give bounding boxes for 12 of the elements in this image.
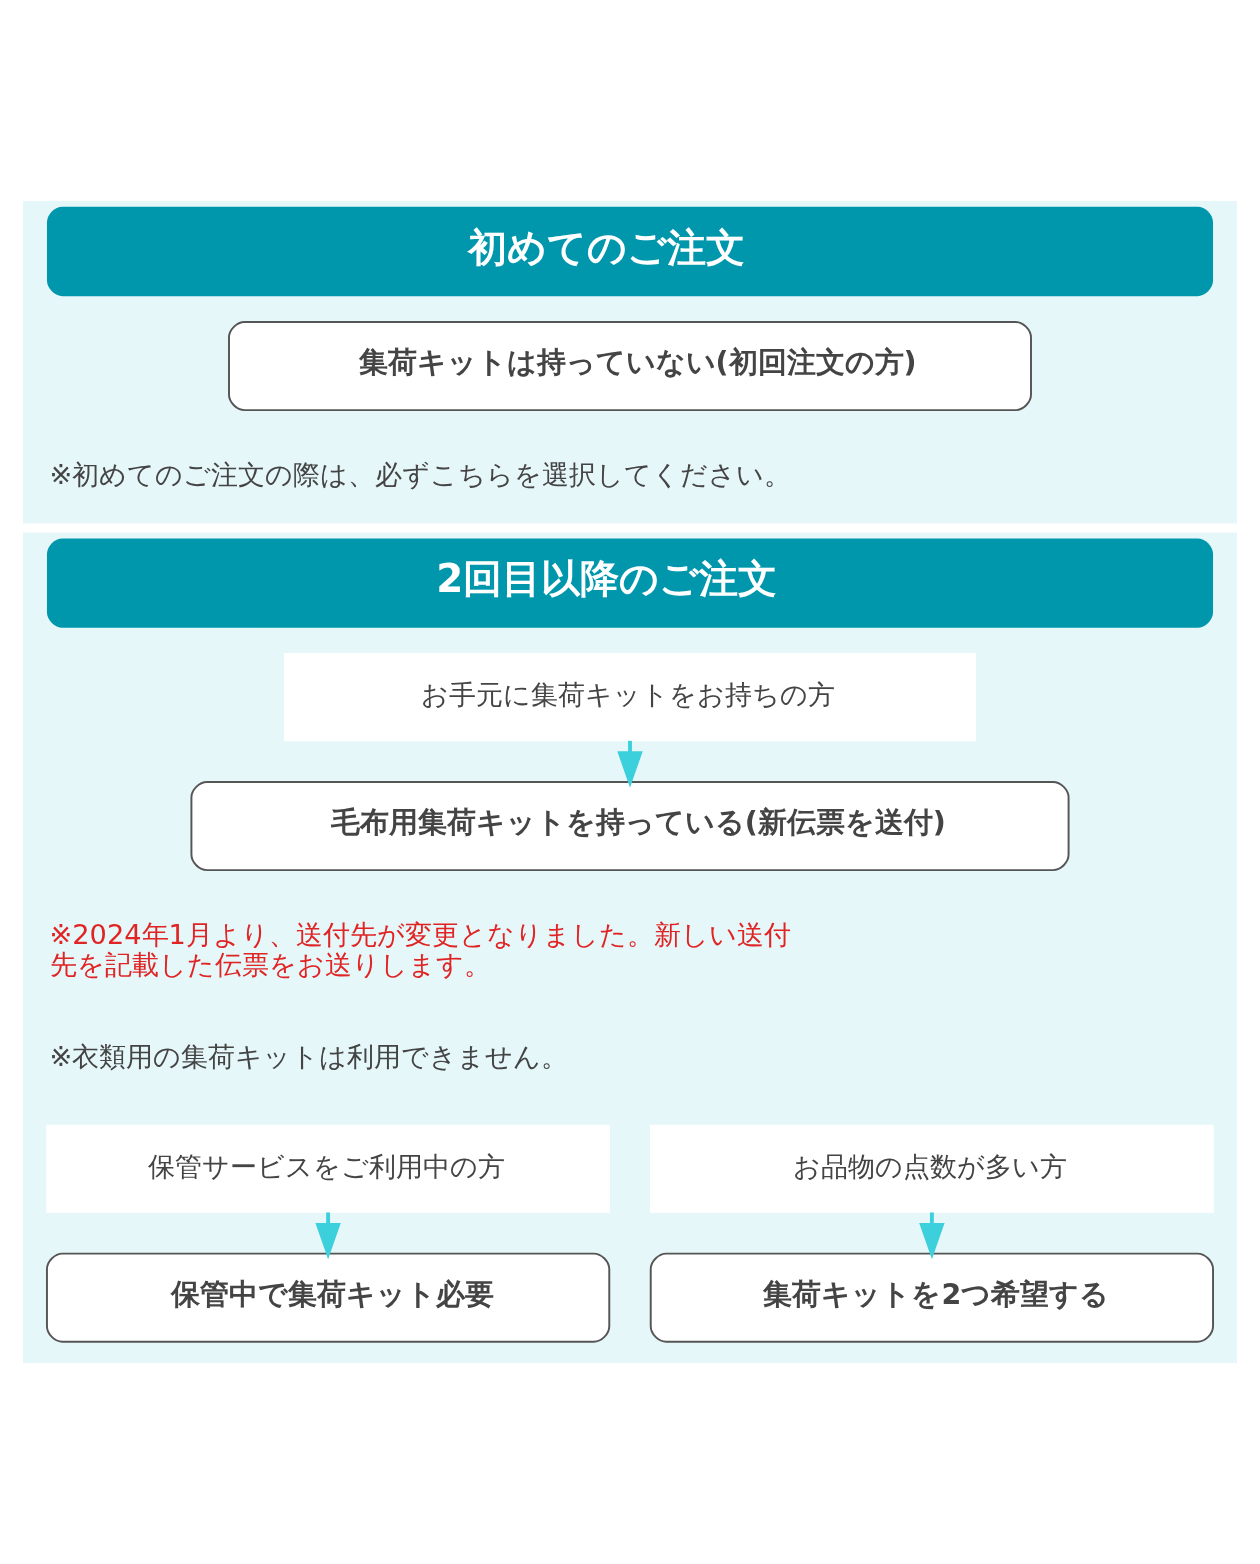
label: ※衣類用の集荷キットは利用できません。 bbox=[49, 1041, 569, 1073]
node-box: 集荷キットを2つ希望する bbox=[649, 1252, 1214, 1343]
node-box: 保管中で集荷キット必要 bbox=[46, 1252, 611, 1343]
node-box: お品物の点数が多い方 bbox=[650, 1124, 1214, 1213]
node-box: 保管サービスをご利用中の方 bbox=[46, 1124, 610, 1213]
label: ※2024年1月より、送付先が変更となりました。新しい送付先を記載した伝票をお送りします。 bbox=[49, 918, 791, 980]
arrow bbox=[315, 1212, 341, 1260]
label: ※初めてのご注文の際は、必ずこちらを選択してください。 bbox=[49, 459, 792, 491]
node-box: 集荷キットは持っていない(初回注文の方) bbox=[228, 321, 1032, 412]
node-box: 毛布用集荷キットを持っている(新伝票を送付) bbox=[190, 781, 1070, 872]
arrow bbox=[919, 1212, 945, 1260]
node-box: お手元に集荷キットをお持ちの方 bbox=[284, 653, 976, 742]
